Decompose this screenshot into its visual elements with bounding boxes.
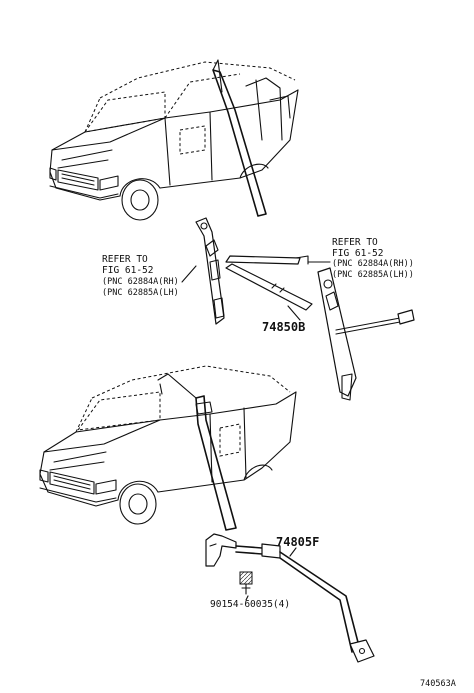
refer-note-left: REFER TO FIG 61-52 (PNC 62884A(RH) (PNC … [102,254,179,298]
part-number-74850b: 74850B [262,320,305,334]
part-number-bolt: 90154-60035(4) [210,599,290,610]
bottom-vehicle-illustration [39,365,297,531]
leader-line-bolt [245,595,249,601]
refer-left-line-1: REFER TO [102,254,148,265]
leader-line-left [181,265,197,283]
refer-left-line-4: (PNC 62885A(LH) [102,288,179,298]
part-number-74805f: 74805F [276,535,319,549]
refer-right-line-3: (PNC 62884A(RH)) [332,259,414,269]
refer-left-line-3: (PNC 62884A(RH) [102,277,179,287]
refer-right-line-4: (PNC 62885A(LH)) [332,270,414,280]
seat-belt-part-74805f [205,533,375,663]
refer-right-line-1: REFER TO [332,237,378,248]
figure-code: 740563A [420,679,456,689]
leader-line-74850b [287,305,301,321]
refer-left-line-2: FIG 61-52 [102,265,153,276]
refer-note-right: REFER TO FIG 61-52 (PNC 62884A(RH)) (PNC… [332,237,414,280]
refer-right-line-2: FIG 61-52 [332,248,383,259]
top-vehicle-illustration [49,59,299,221]
leader-line-74805f [289,547,297,557]
seat-belt-assembly-74850b [195,217,415,401]
